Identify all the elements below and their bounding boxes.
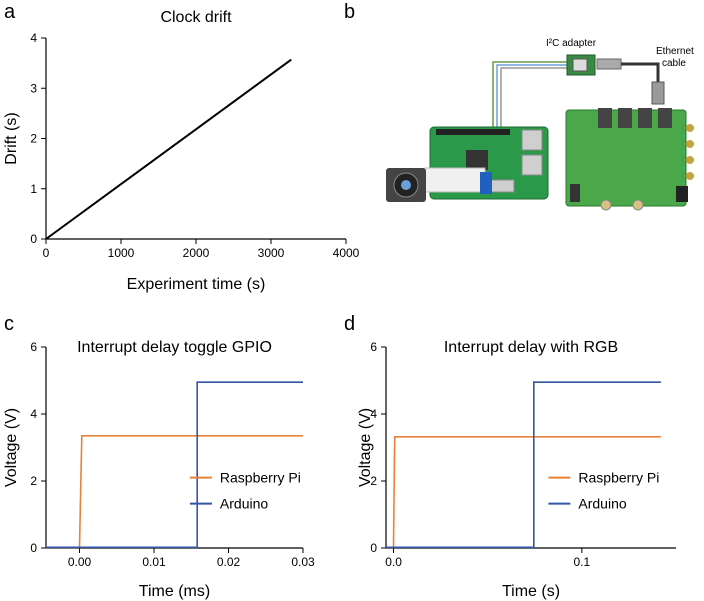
x-tick-label: 0 (43, 246, 50, 260)
y-axis-label: Voltage (V) (357, 408, 374, 487)
i2c-adapter-connector (572, 58, 588, 72)
y-tick-label: 4 (370, 407, 377, 421)
series-line-raspberry-pi (386, 435, 661, 549)
chart-title: Interrupt delay with RGB (444, 339, 618, 356)
y-tick-label: 2 (30, 474, 37, 488)
panel-letter-c: c (4, 313, 14, 335)
bnc-3 (686, 156, 694, 164)
i2c-adapter-plug (596, 58, 622, 70)
y-tick-label: 4 (30, 31, 37, 45)
y-tick-label: 2 (30, 132, 37, 146)
x-axis-label: Time (ms) (139, 583, 210, 600)
y-axis-label: Voltage (V) (3, 408, 20, 487)
joystick-center (401, 180, 411, 190)
board-connector-3 (638, 108, 652, 128)
x-tick-label: 0.01 (142, 555, 166, 569)
y-tick-label: 0 (30, 541, 37, 555)
hdmi-port (489, 179, 515, 193)
y-tick-label: 2 (370, 474, 377, 488)
ethernet-cable (621, 62, 660, 82)
breadboard (424, 167, 486, 193)
ethernet-label-line1: Ethernet (656, 46, 694, 57)
x-axis-label: Experiment time (s) (127, 276, 266, 293)
wire-blue (496, 64, 567, 128)
series-line (45, 58, 292, 240)
x-tick-label: 0.0 (385, 555, 402, 569)
wire-grey (500, 67, 567, 128)
y-tick-label: 3 (30, 81, 37, 95)
usb-port-top (521, 129, 543, 151)
y-tick-label: 6 (30, 340, 37, 354)
hardware-diagram: I²C adapter Ethernet cable (386, 38, 694, 211)
legend-label: Raspberry Pi (578, 470, 659, 486)
x-tick-label: 4000 (333, 246, 360, 260)
legend-label: Raspberry Pi (220, 470, 301, 486)
board-switch (676, 186, 688, 202)
x-tick-label: 1000 (108, 246, 135, 260)
x-tick-label: 3000 (258, 246, 285, 260)
chart-clock-drift: Clock drift 0 1000 2000 3000 4000 0 1 2 3 4Experim… (3, 9, 360, 293)
wire-green (492, 61, 567, 128)
y-tick-label: 0 (30, 232, 37, 246)
usb-port-bottom (521, 154, 543, 176)
ethernet-plug (651, 81, 665, 105)
x-tick-label: 0.00 (68, 555, 92, 569)
board-connector-1 (598, 108, 612, 128)
x-tick-label: 0.03 (291, 555, 315, 569)
i2c-adapter-label: I²C adapter (546, 38, 597, 49)
panel-letter-d: d (344, 313, 355, 335)
board-knob-2 (632, 199, 644, 211)
board-connector-2 (618, 108, 632, 128)
panel-letter-b: b (344, 1, 355, 23)
bnc-2 (686, 140, 694, 148)
soc-chip (466, 150, 488, 170)
y-axis-label: Drift (s) (3, 112, 20, 164)
y-tick-label: 0 (370, 541, 377, 555)
x-tick-label: 0.1 (574, 555, 591, 569)
board-header (570, 184, 580, 202)
ethernet-label-line2: cable (662, 58, 686, 69)
board-connector-4 (658, 108, 672, 128)
series-line-arduino (46, 381, 303, 549)
y-tick-label: 4 (30, 407, 37, 421)
x-tick-label: 2000 (183, 246, 210, 260)
legend-label: Arduino (578, 496, 626, 512)
chart-title: Interrupt delay toggle GPIO (77, 339, 272, 356)
legend-label: Arduino (220, 496, 268, 512)
x-axis-label: Time (s) (502, 583, 560, 600)
y-tick-label: 6 (370, 340, 377, 354)
series-line-raspberry-pi (46, 434, 303, 549)
chart-interrupt-gpio: Interrupt delay toggle GPIO 0.00 0.01 0.02 0… (3, 339, 315, 600)
chart-title: Clock drift (160, 9, 232, 26)
panel-letter-a: a (4, 1, 16, 23)
bnc-4 (686, 172, 694, 180)
y-tick-label: 1 (30, 182, 37, 196)
bnc-1 (686, 124, 694, 132)
x-tick-label: 0.02 (217, 555, 241, 569)
gpio-header (436, 129, 510, 135)
blue-component (480, 172, 492, 194)
series-line-arduino (386, 381, 661, 549)
board-knob-1 (600, 199, 612, 211)
